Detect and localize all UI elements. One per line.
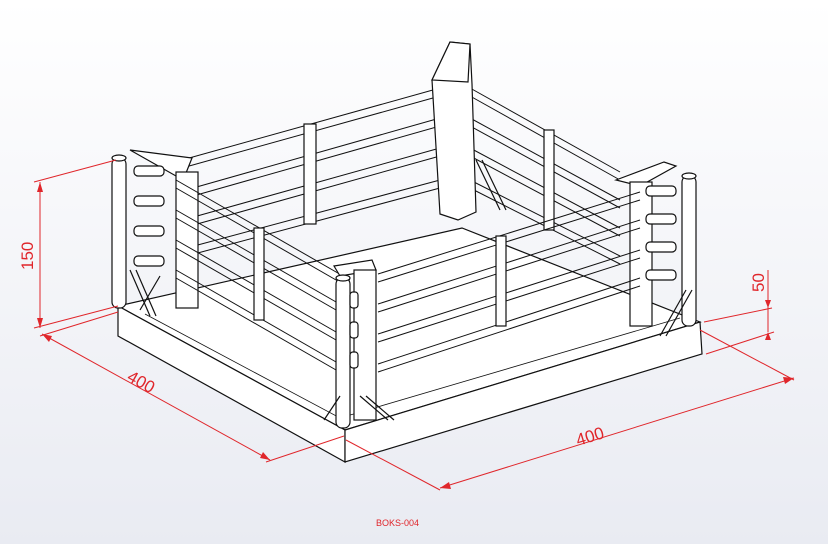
dimension-height-label: 150 <box>18 242 37 270</box>
back-corner-post <box>431 41 507 221</box>
front-right-ropes <box>377 191 641 373</box>
back-left-ropes <box>181 87 441 255</box>
dimension-width-right-label: 400 <box>574 423 607 449</box>
dimension-height-post: 150 <box>18 159 119 329</box>
dimension-base-height: 50 <box>703 270 775 355</box>
front-left-ropes <box>175 179 351 379</box>
dimension-base-label: 50 <box>749 273 768 292</box>
dimension-width-right: 400 <box>345 329 795 491</box>
back-right-ropes <box>469 87 621 265</box>
left-corner-post <box>111 149 199 317</box>
right-corner-post <box>613 161 697 337</box>
drawing-label: BOKS-004 <box>376 518 419 528</box>
front-corner-post <box>323 259 395 429</box>
ring-base <box>116 227 703 464</box>
dimension-width-left-label: 400 <box>124 367 158 397</box>
